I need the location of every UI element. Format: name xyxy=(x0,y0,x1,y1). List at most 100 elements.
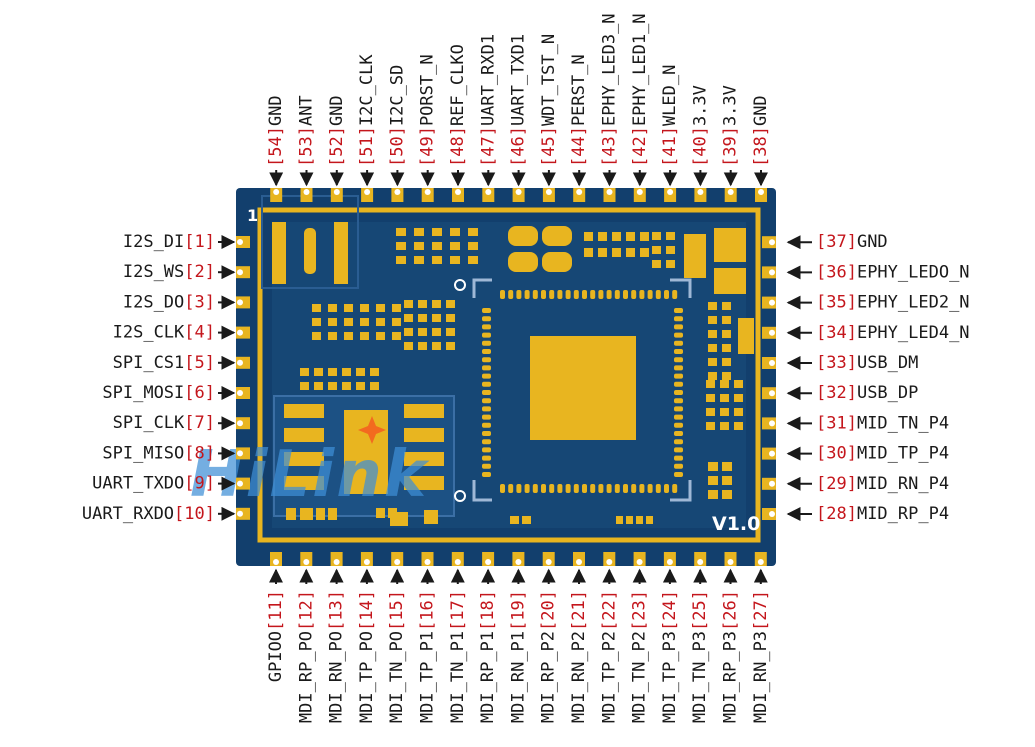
pin-number: [38] xyxy=(751,126,771,167)
pin-bottom-26: MDI_RP_P3[26] xyxy=(721,552,741,723)
soc-pad xyxy=(482,316,491,322)
pin-label: MDI_TP_P2[22] xyxy=(599,590,619,723)
pin-pad-hole xyxy=(424,559,431,565)
passive-pad xyxy=(468,242,478,250)
pin-name: EPHY_LEDO_N xyxy=(857,262,970,282)
passive-pad xyxy=(708,344,717,352)
passive-pad xyxy=(722,462,732,471)
soc-pad xyxy=(623,290,628,299)
passive-pad xyxy=(666,232,675,240)
passive-pad xyxy=(734,394,743,402)
pin-number: [28] xyxy=(816,504,857,524)
pin-pad-hole xyxy=(237,450,243,457)
left-block-pad-2 xyxy=(284,428,324,442)
pin-name: GND xyxy=(751,95,771,126)
pin-number: [47] xyxy=(478,126,498,167)
soc-pad xyxy=(482,406,491,412)
pin-name: MID_RN_P4 xyxy=(857,474,949,494)
soc-pad xyxy=(565,290,571,299)
pin-name: WDT_TST_N xyxy=(539,34,559,126)
passive-pad xyxy=(708,358,717,366)
right-component-1 xyxy=(714,228,746,262)
pin-pad-hole xyxy=(485,189,492,195)
pin-top-48: [48]REF_CLKO xyxy=(448,44,468,202)
pin-pad-hole xyxy=(303,189,310,195)
pin-label: MDI_TP_P3[24] xyxy=(660,590,680,723)
antenna-pad-left xyxy=(272,222,286,284)
soc-pad xyxy=(674,381,683,387)
pin-number: [51] xyxy=(357,126,377,167)
passive-pad xyxy=(396,228,406,236)
passive-pad xyxy=(312,304,321,312)
pin-top-47: [47]UART_RXD1 xyxy=(478,34,498,202)
pin-number: [50] xyxy=(387,126,407,167)
passive-pad xyxy=(418,328,427,336)
pin-name: GND xyxy=(857,232,888,252)
pin-name: I2S_DO xyxy=(123,292,184,312)
passive-pad xyxy=(396,242,406,250)
pin-pad-hole xyxy=(636,559,643,565)
left-block-pad-3 xyxy=(284,452,324,466)
passive-pad xyxy=(314,382,323,390)
pin-pad-hole xyxy=(769,269,775,276)
pin-bottom-24: MDI_TP_P3[24] xyxy=(660,552,680,723)
passive-pad xyxy=(396,256,406,264)
soc-pad xyxy=(674,390,683,395)
passive-pad xyxy=(370,368,379,376)
soc-pad xyxy=(500,484,505,493)
passive-pad xyxy=(636,516,643,524)
pin-name: MDI_TN_PO xyxy=(387,631,407,723)
passive-pad xyxy=(450,242,460,250)
soc-pad xyxy=(674,414,683,420)
soc-pad xyxy=(482,365,491,371)
soc-pad xyxy=(482,439,491,445)
pin-right-28: [28]MID_RP_P4 xyxy=(762,504,949,524)
passive-pad xyxy=(722,476,732,485)
pin-number: [23] xyxy=(630,590,650,631)
pin-name: REF_CLKO xyxy=(448,44,468,126)
pin-number: [17] xyxy=(448,590,468,631)
soc-pad xyxy=(674,357,683,363)
antenna-pad-center xyxy=(304,228,316,274)
passive-pad xyxy=(646,516,653,524)
pin-pad-hole xyxy=(727,559,734,565)
passive-pad xyxy=(510,516,519,524)
pin-name: MDI_TN_P3 xyxy=(690,631,710,723)
crystal-pad-2 xyxy=(542,226,572,246)
pin-number: [45] xyxy=(539,126,559,167)
passive-pad xyxy=(708,476,718,485)
pin-label: [36]EPHY_LEDO_N xyxy=(816,262,970,282)
passive-pad xyxy=(640,232,649,241)
passive-pad xyxy=(666,260,675,268)
passive-pad xyxy=(598,232,607,241)
soc-pad xyxy=(549,484,555,493)
pin-left-4: I2S_CLK[4] xyxy=(113,323,250,343)
pin-number: [16] xyxy=(418,590,438,631)
passive-pad xyxy=(344,304,353,312)
soc-pad xyxy=(582,484,587,493)
pin-name: UART_TXDO xyxy=(92,474,184,494)
soc-pad xyxy=(482,340,491,346)
pin-pad-hole xyxy=(576,559,582,565)
pin-pad-hole xyxy=(758,189,764,195)
pin-label: MDI_RP_P2[20] xyxy=(539,590,559,723)
pin-left-1: I2S_DI[1] xyxy=(123,232,250,252)
pin-name: MDI_RN_P3 xyxy=(751,631,771,723)
pin-top-52: [52]GND xyxy=(327,95,347,202)
pin-name: MDI_TP_P3 xyxy=(660,631,680,723)
pin-left-10: UART_RXDO[10] xyxy=(82,504,250,524)
pin-label: [28]MID_RP_P4 xyxy=(816,504,949,524)
pin-pad-hole xyxy=(237,359,243,366)
pin-number: [6] xyxy=(184,383,215,403)
pin-name: MDI_TN_P2 xyxy=(630,631,650,723)
pin-name: MDI_TP_P2 xyxy=(599,631,619,723)
soc-pad xyxy=(549,290,555,299)
pin-pad-hole xyxy=(424,189,431,195)
pin-number: [19] xyxy=(508,590,528,631)
pin-name: I2S_DI xyxy=(123,232,184,252)
passive-pad xyxy=(404,328,413,336)
pin-number: [10] xyxy=(174,504,215,524)
soc-pad xyxy=(482,373,491,379)
soc-pad xyxy=(631,484,637,493)
soc-pad xyxy=(674,373,683,379)
